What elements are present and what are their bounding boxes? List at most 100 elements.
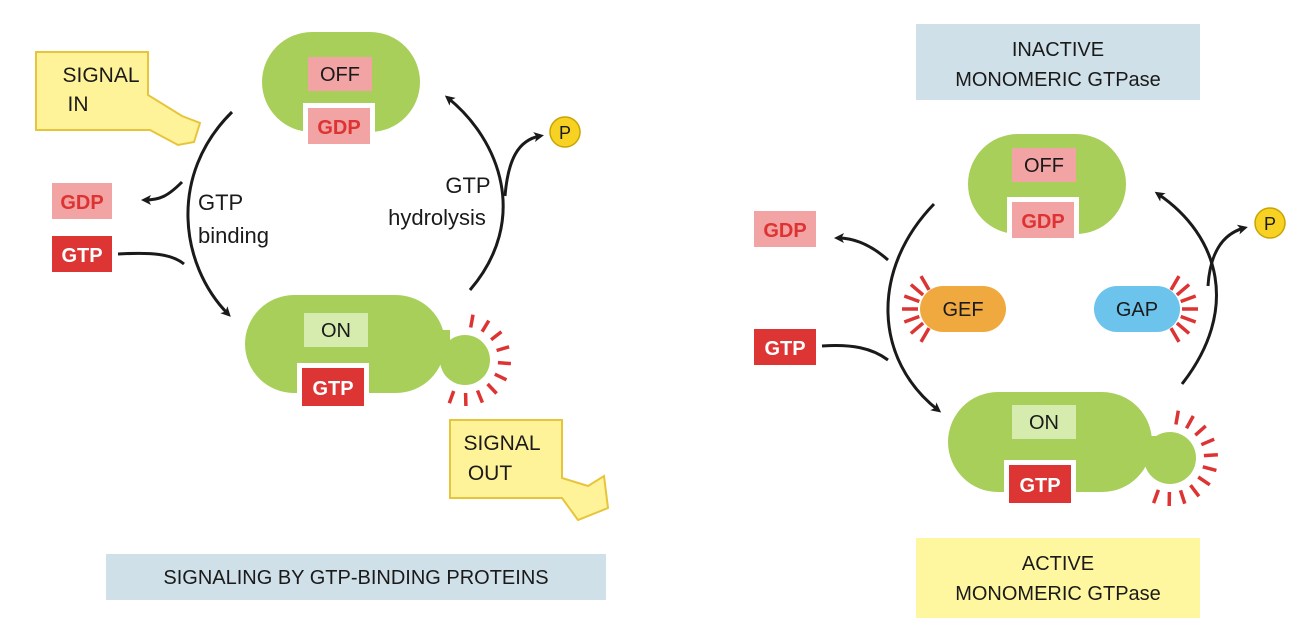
left-caption-box (106, 554, 606, 600)
right-active-signal-rays (1151, 410, 1219, 507)
on-label: ON (321, 320, 351, 342)
gdp-bound-label: GDP (317, 117, 360, 139)
right-gdp-release-arrow (834, 233, 889, 262)
signal-out-label-line1: SIGNAL (463, 432, 540, 455)
gef-activity-rays (902, 275, 931, 343)
right-gdp-bound-box (1012, 202, 1074, 238)
right-on-label: ON (1029, 412, 1059, 434)
signal-ray (1197, 475, 1211, 487)
signal-out-arrow-shape (449, 419, 610, 522)
signal-ray (1169, 275, 1181, 291)
gtp-binding-label-line1: GTP (198, 190, 243, 215)
gtp-hydrolysis-arc (444, 95, 505, 291)
signal-out-callout: SIGNAL OUT (449, 419, 610, 522)
signal-out-label-line2: OUT (468, 462, 513, 485)
active-title-box (916, 538, 1200, 618)
signal-ray (903, 314, 920, 324)
gef-pill (920, 286, 1006, 332)
gap-activity-rays (1169, 275, 1198, 343)
phosphate-label: P (559, 123, 571, 143)
right-gdp-released-box (754, 211, 816, 247)
right-on-protein-body (948, 392, 1152, 492)
right-phosphate-icon (1254, 207, 1286, 239)
inactive-title-box (916, 24, 1200, 100)
signal-in-label-line1: SIGNAL (62, 64, 139, 87)
gtp-hydrolysis-label-line2: hydrolysis (388, 205, 486, 230)
right-off-label: OFF (1024, 155, 1064, 177)
right-gtp-incoming-label: GTP (764, 338, 805, 360)
gtp-binding-arc (186, 110, 234, 317)
signal-ray (497, 360, 512, 366)
right-phosphate-release-arrow (1206, 224, 1248, 287)
gtp-bound-label: GTP (312, 378, 353, 400)
gtp-hydrolysis-label-line1: GTP (445, 173, 490, 198)
signal-ray (1169, 327, 1181, 343)
right-gap-arc (1154, 191, 1218, 385)
phosphate-release-arrow (503, 132, 544, 197)
gap-label: GAP (1116, 299, 1158, 321)
inactive-title-line2: MONOMERIC GTPase (955, 69, 1161, 91)
signal-ray (486, 382, 498, 395)
signal-ray (909, 283, 925, 297)
signal-ray (919, 327, 931, 343)
gtp-binding-label-line2: binding (198, 223, 269, 248)
off-label: OFF (320, 64, 360, 86)
right-gdp-bound-label: GDP (1021, 211, 1064, 233)
right-gtp-bound-label: GTP (1019, 475, 1060, 497)
right-gtp-bound-box (1009, 465, 1071, 503)
inactive-title-line1: INACTIVE (1012, 39, 1104, 61)
left-caption: SIGNALING BY GTP-BINDING PROTEINS (163, 567, 548, 589)
signal-ray (496, 345, 510, 353)
right-phosphate-label: P (1264, 214, 1276, 234)
right-panel: INACTIVE MONOMERIC GTPase OFF GDP GDP GT… (754, 24, 1286, 618)
signal-ray (1189, 484, 1201, 498)
signal-ray (1180, 314, 1197, 324)
signal-ray (1202, 465, 1217, 473)
gtp-entry-arrow (117, 251, 185, 266)
signal-ray (903, 294, 920, 304)
phosphate-icon (549, 116, 581, 148)
right-gtp-entry-arrow (821, 344, 889, 362)
gdp-release-arrow (141, 180, 184, 205)
right-on-label-box (1012, 405, 1076, 439)
gef-label: GEF (942, 299, 983, 321)
on-protein-effector-knob (440, 335, 490, 385)
right-on-protein-effector-knob (1144, 432, 1196, 484)
signal-ray (1178, 489, 1187, 505)
signal-ray (490, 330, 503, 342)
on-label-box (304, 313, 368, 347)
signal-ray (468, 314, 475, 328)
signal-ray (480, 319, 491, 333)
active-title-line2: MONOMERIC GTPase (955, 583, 1161, 605)
signal-in-label-line2: IN (68, 93, 89, 116)
right-off-label-box (1012, 148, 1076, 182)
signal-ray (1175, 321, 1191, 335)
signal-ray (1184, 415, 1195, 430)
signal-ray (1194, 424, 1207, 437)
off-protein: OFF GDP (262, 32, 420, 149)
gtp-bound-box (302, 368, 364, 406)
signal-ray (1175, 283, 1191, 297)
on-protein: ON GTP (245, 295, 512, 411)
signal-ray (475, 389, 485, 404)
signal-ray (1151, 489, 1161, 504)
gtp-incoming-box (52, 236, 112, 272)
signal-ray (447, 390, 456, 404)
signal-ray (494, 372, 508, 382)
gdp-bound-box (308, 108, 370, 144)
signal-in-arrow-shape (35, 51, 202, 147)
signal-ray (919, 275, 931, 291)
signal-ray (1174, 410, 1181, 425)
gdp-released-box (52, 183, 112, 219)
right-off-protein: OFF GDP (968, 134, 1126, 243)
gap-pill (1094, 286, 1180, 332)
signal-ray (1180, 294, 1197, 304)
gdp-released-label: GDP (60, 192, 103, 214)
right-on-protein: ON GTP (948, 392, 1219, 508)
signal-ray (1203, 452, 1219, 458)
gtp-incoming-label: GTP (61, 245, 102, 267)
right-gdp-released-label: GDP (763, 220, 806, 242)
left-panel: SIGNAL IN OFF GDP GDP GTP GTP binding GT… (35, 32, 610, 600)
signal-in-callout: SIGNAL IN (35, 51, 202, 147)
